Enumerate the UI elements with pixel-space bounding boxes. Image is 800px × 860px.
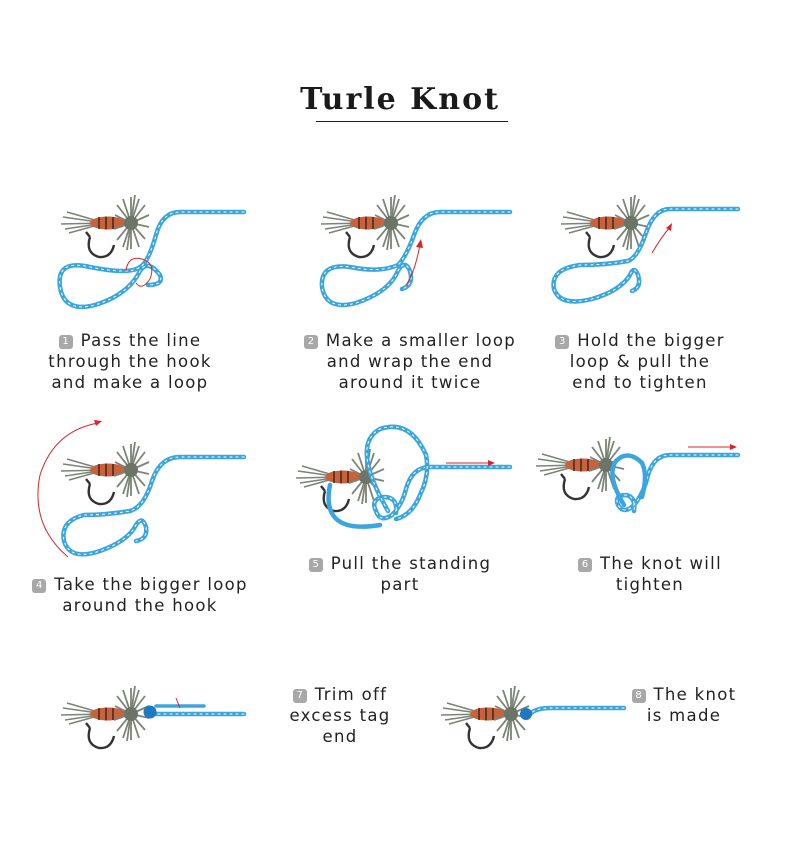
step-6-illustration: [534, 435, 741, 514]
step-number-badge: 6: [578, 558, 593, 572]
step-8-illustration: [439, 684, 627, 750]
page-title: Turle Knot: [300, 82, 500, 117]
step-7-illustration: [59, 684, 247, 750]
step-5-illustration: [294, 424, 513, 529]
step-number-badge: 5: [308, 558, 323, 572]
step-number-badge: 8: [631, 689, 646, 703]
step-3-illustration: [551, 193, 741, 304]
step-2-illustration: [319, 193, 513, 308]
step-number-badge: 2: [303, 335, 318, 349]
step-number-badge: 3: [555, 335, 570, 349]
step-number-badge: 4: [32, 579, 47, 593]
step-number-badge: 1: [58, 335, 73, 349]
step-number-badge: 7: [292, 689, 307, 703]
title-underline: [316, 121, 508, 122]
step-1-illustration: [57, 193, 247, 310]
step-4-illustration: [37, 420, 247, 558]
